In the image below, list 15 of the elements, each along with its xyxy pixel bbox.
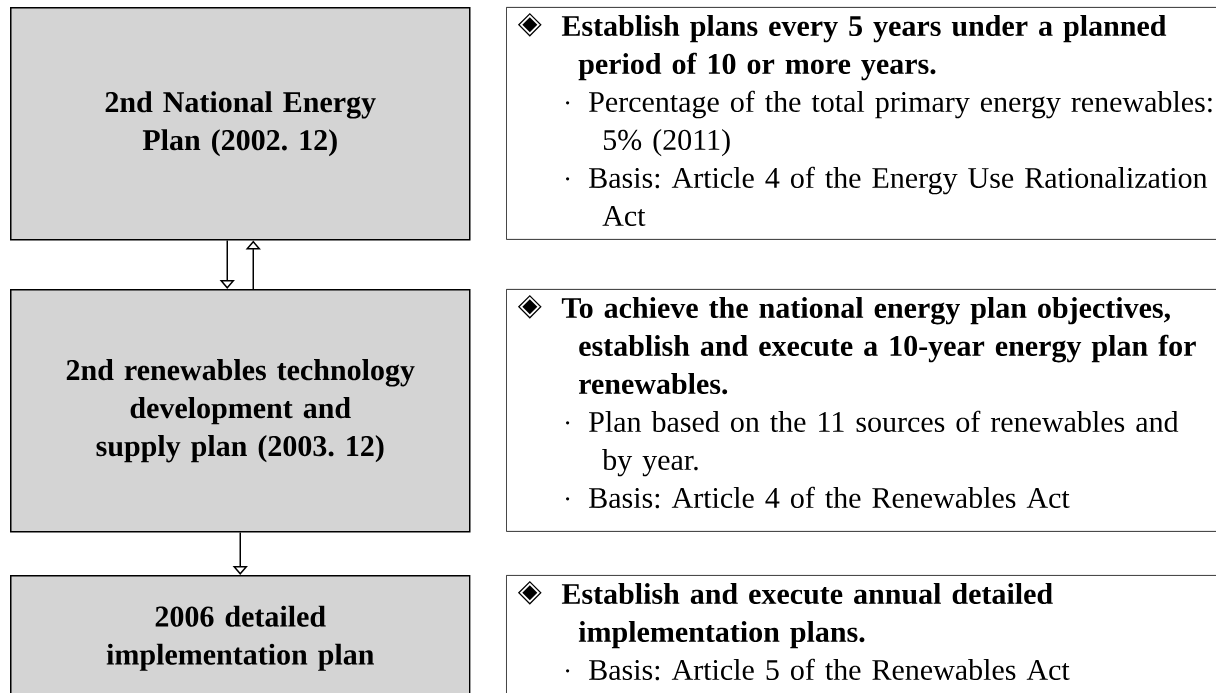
note-box	[506, 289, 1216, 532]
heading-text: To achieve the national energy plan objectives, establish and execute a 10-year energy plan for renewables.	[561, 297, 1196, 395]
plan-box: 2006 detailed implementation plan	[10, 575, 471, 693]
bullet-text: Basis: Article 4 of the Energy Use Rationalization Act	[589, 166, 1208, 227]
plan-box: 2nd renewables technology development and supply plan (2003. 12)	[10, 289, 471, 533]
bullet-text: Basis: Article 5 of the Renewables Act	[589, 658, 1070, 681]
heading-text: Establish and execute annual detailed implementation plans.	[561, 583, 1053, 649]
arrow	[245, 240, 261, 290]
heading-text: Establish plans every 5 years under a planned period of 10 or more years.	[561, 15, 1167, 81]
plan-box: 2nd National Energy Plan (2002. 12)	[10, 7, 471, 241]
note-box	[506, 7, 1216, 240]
note-box	[506, 575, 1216, 693]
bullet-text: Percentage of the total primary energy renewables: 5% (2011)	[589, 90, 1212, 157]
bullet-text: Basis: Article 4 of the Renewables Act	[589, 486, 1070, 509]
bullet-text: Plan based on the 11 sources of renewables and by year.	[589, 410, 1179, 477]
